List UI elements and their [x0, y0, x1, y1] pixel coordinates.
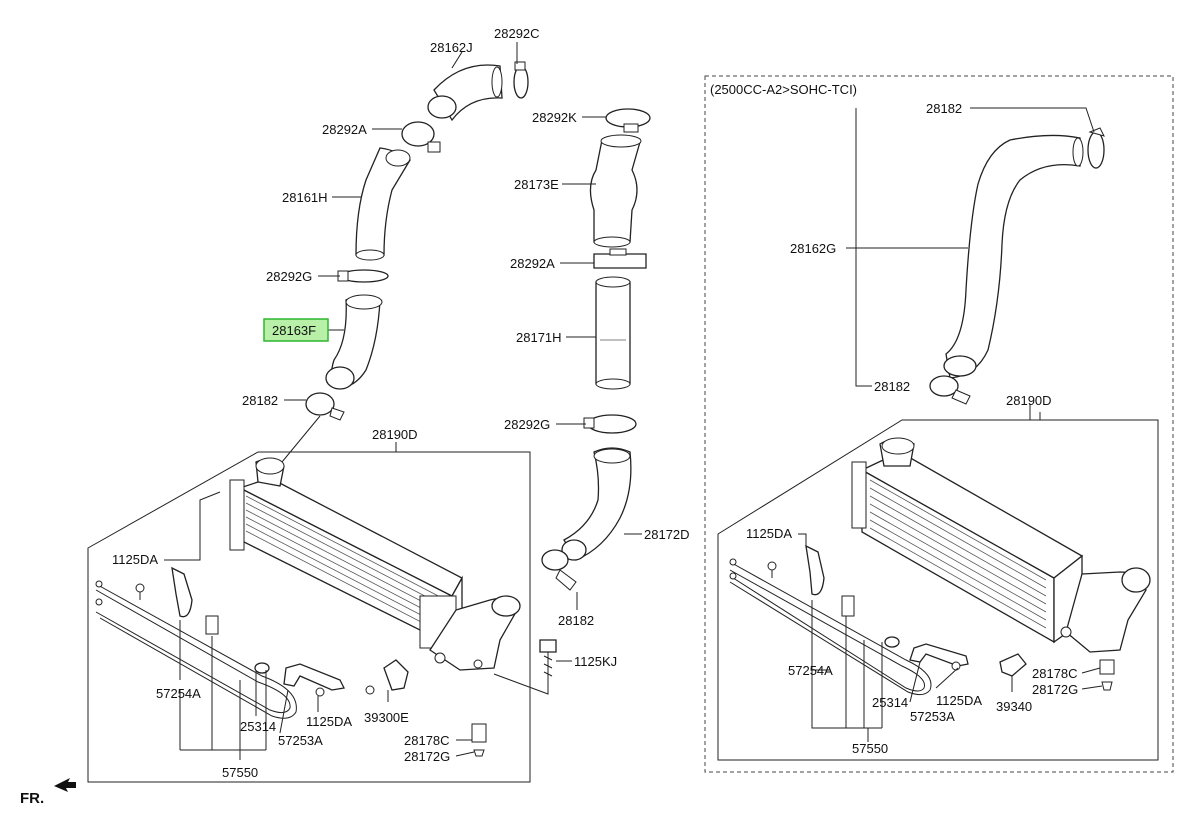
- bolt-1125DA-right: [767, 561, 777, 578]
- label-28182-left: 28182: [242, 393, 278, 408]
- bracket-57254A-left: [171, 566, 193, 618]
- hose-28173E: [589, 134, 642, 248]
- label-28178C-left: 28178C: [404, 733, 450, 748]
- label-1125DA-right: 1125DA: [746, 526, 792, 541]
- label-28190D-right: 28190D: [1006, 393, 1052, 408]
- front-direction-marker: FR.: [20, 778, 76, 807]
- label-28172G-left: 28172G: [404, 749, 450, 764]
- label-39300E: 39300E: [364, 710, 409, 725]
- clamp-28182-right: [929, 375, 971, 405]
- label-39340: 39340: [996, 699, 1032, 714]
- label-28292G-mid: 28292G: [504, 417, 550, 432]
- intercooler-frame-left: [87, 451, 531, 783]
- sensor-39340: [999, 653, 1027, 677]
- label-28162G: 28162G: [790, 241, 836, 256]
- leader-lines: [164, 42, 1103, 760]
- clamp-28292K: [605, 108, 651, 133]
- pipes-57550-right: [729, 558, 932, 696]
- hose-28163F: [325, 294, 383, 390]
- hose-28162J: [427, 64, 503, 122]
- hose-28162G: [943, 134, 1084, 379]
- bracket-57254A-right: [805, 544, 825, 596]
- label-25314-left: 25314: [240, 719, 276, 734]
- label-25314-right: 25314: [872, 695, 908, 710]
- label-1125DA-left: 1125DA: [112, 552, 158, 567]
- variant-caption: (2500CC-A2>SOHC-TCI): [710, 82, 857, 97]
- label-28163F[interactable]: 28163F: [272, 323, 316, 338]
- label-28182-right: 28182: [874, 379, 910, 394]
- label-28161H: 28161H: [282, 190, 328, 205]
- hose-28161H: [355, 147, 411, 261]
- hose-28172D: [561, 447, 632, 561]
- clamp-28182-left: [305, 392, 345, 421]
- clamp-28292C: [513, 61, 529, 99]
- label-57254A-left: 57254A: [156, 686, 201, 701]
- label-28182-mid: 28182: [558, 613, 594, 628]
- pipes-57550-left: [95, 580, 297, 719]
- label-1125KJ: 1125KJ: [574, 654, 617, 669]
- label-28172D: 28172D: [644, 527, 690, 542]
- label-57550-right: 57550: [852, 741, 888, 756]
- clamp-28292G-mid: [583, 414, 637, 434]
- intercooler-28190D-right: [851, 437, 1151, 653]
- clamp-28182-right-top: [1087, 127, 1105, 169]
- bolt-1125KJ: [539, 639, 557, 680]
- label-28190D-left: 28190D: [372, 427, 418, 442]
- label-28173E: 28173E: [514, 177, 559, 192]
- clip-25314-left: [205, 615, 270, 674]
- clamp-28292A-top: [401, 121, 441, 153]
- highlight-28163F: [263, 318, 329, 342]
- label-28292A-top: 28292A: [322, 122, 367, 137]
- clamp-28182-mid: [541, 549, 577, 591]
- direction-label: FR.: [20, 790, 44, 807]
- bolt-28172G-right: [1101, 681, 1113, 691]
- pipe-28171H: [595, 276, 631, 390]
- clamp-28292A-mid: [593, 248, 647, 269]
- label-57253A-left: 57253A: [278, 733, 323, 748]
- grommet-28178C-right: [1099, 659, 1115, 675]
- intercooler-28190D-left: [229, 457, 521, 671]
- grommet-28178C-left: [471, 723, 487, 743]
- label-28292G-left: 28292G: [266, 269, 312, 284]
- label-28292C: 28292C: [494, 26, 540, 41]
- label-28182-right-top: 28182: [926, 101, 962, 116]
- label-28171H: 28171H: [516, 330, 562, 345]
- intercooler-frame-right: [717, 419, 1159, 761]
- label-28162J: 28162J: [430, 40, 473, 55]
- label-28292A-mid: 28292A: [510, 256, 555, 271]
- clamp-28292G-left: [337, 269, 389, 283]
- label-57253A-right: 57253A: [910, 709, 955, 724]
- label-28172G-right: 28172G: [1032, 682, 1078, 697]
- label-28292K: 28292K: [532, 110, 577, 125]
- label-1125DA-right2: 1125DA: [936, 693, 982, 708]
- bolt-1125DA-left: [135, 583, 145, 600]
- variant-dashed-box: [704, 75, 1174, 773]
- label-28178C-right: 28178C: [1032, 666, 1078, 681]
- bolt-28172G-left: [473, 749, 485, 757]
- sensor-39300E: [365, 659, 409, 695]
- bracket-57253A-left: [283, 663, 345, 697]
- clip-25314-right: [841, 595, 900, 648]
- label-57550-left: 57550: [222, 765, 258, 780]
- label-57254A-right: 57254A: [788, 663, 833, 678]
- label-1125DA-left2: 1125DA: [306, 714, 352, 729]
